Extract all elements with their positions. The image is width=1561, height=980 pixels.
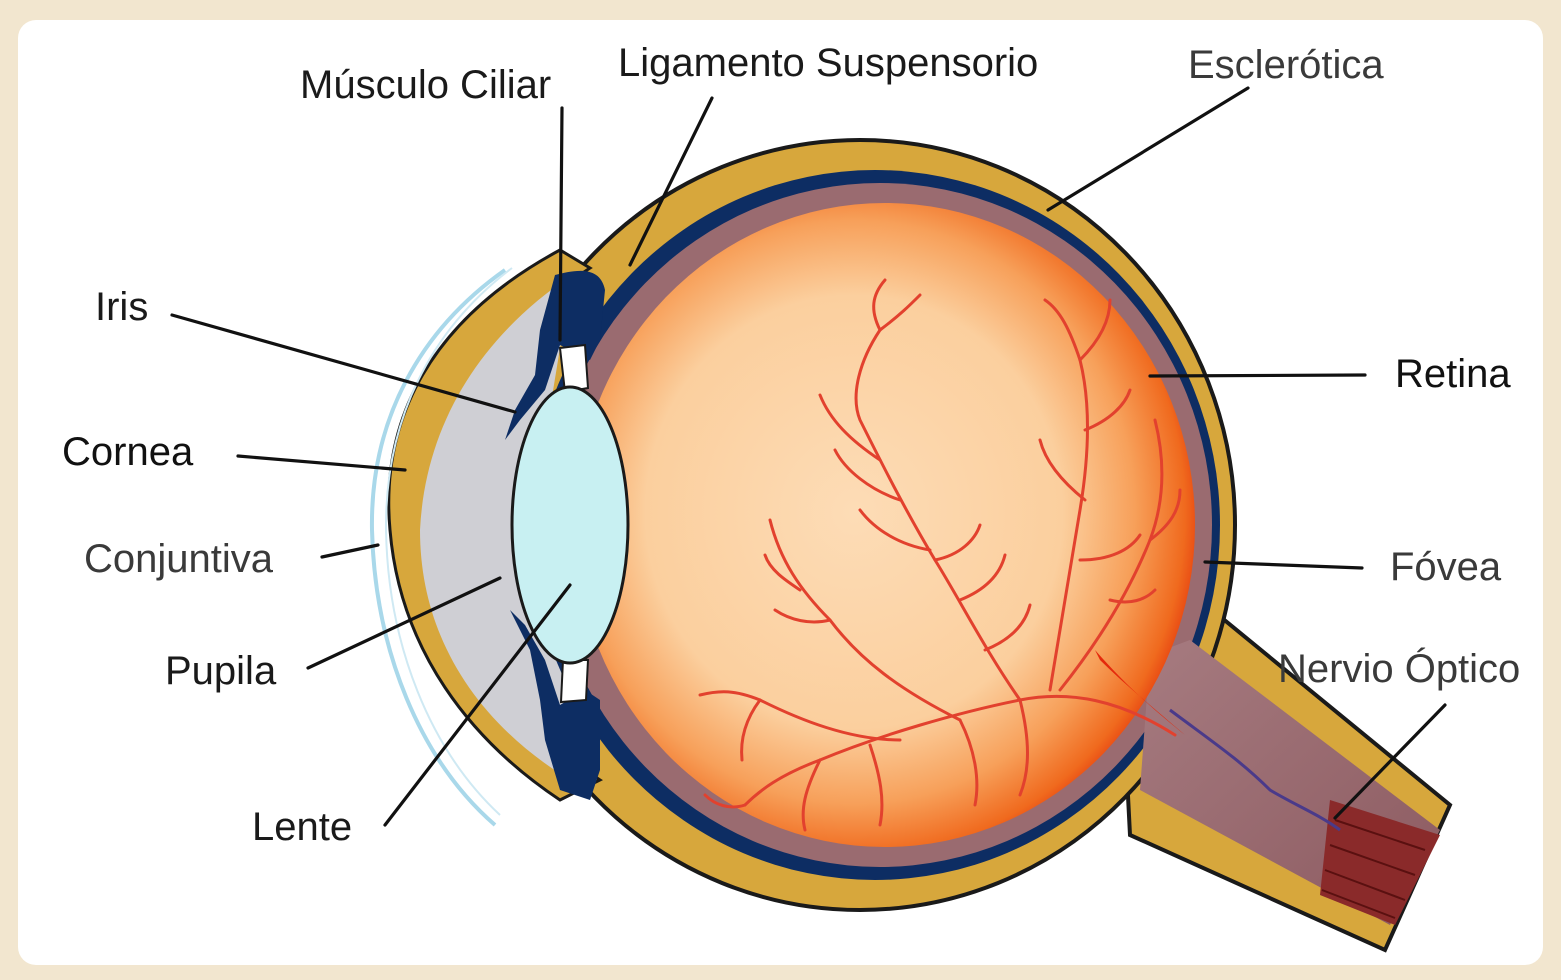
suspensory-ligament-upper bbox=[560, 345, 588, 392]
label-lente: Lente bbox=[252, 805, 352, 849]
label-fovea: Fóvea bbox=[1390, 545, 1502, 589]
label-musculo-ciliar: Músculo Ciliar bbox=[300, 63, 551, 107]
label-esclerotica: Esclerótica bbox=[1188, 43, 1384, 87]
suspensory-ligament-lower bbox=[561, 660, 588, 702]
label-cornea: Cornea bbox=[62, 430, 194, 474]
label-nervio-optico: Nervio Óptico bbox=[1278, 646, 1520, 691]
vitreous-body bbox=[575, 203, 1195, 847]
label-pupila: Pupila bbox=[165, 649, 277, 693]
label-ligamento-suspensorio: Ligamento Suspensorio bbox=[618, 41, 1038, 85]
lens bbox=[512, 387, 628, 663]
label-conjuntiva: Conjuntiva bbox=[84, 537, 274, 581]
label-iris: Iris bbox=[95, 285, 148, 329]
label-retina: Retina bbox=[1395, 352, 1511, 396]
